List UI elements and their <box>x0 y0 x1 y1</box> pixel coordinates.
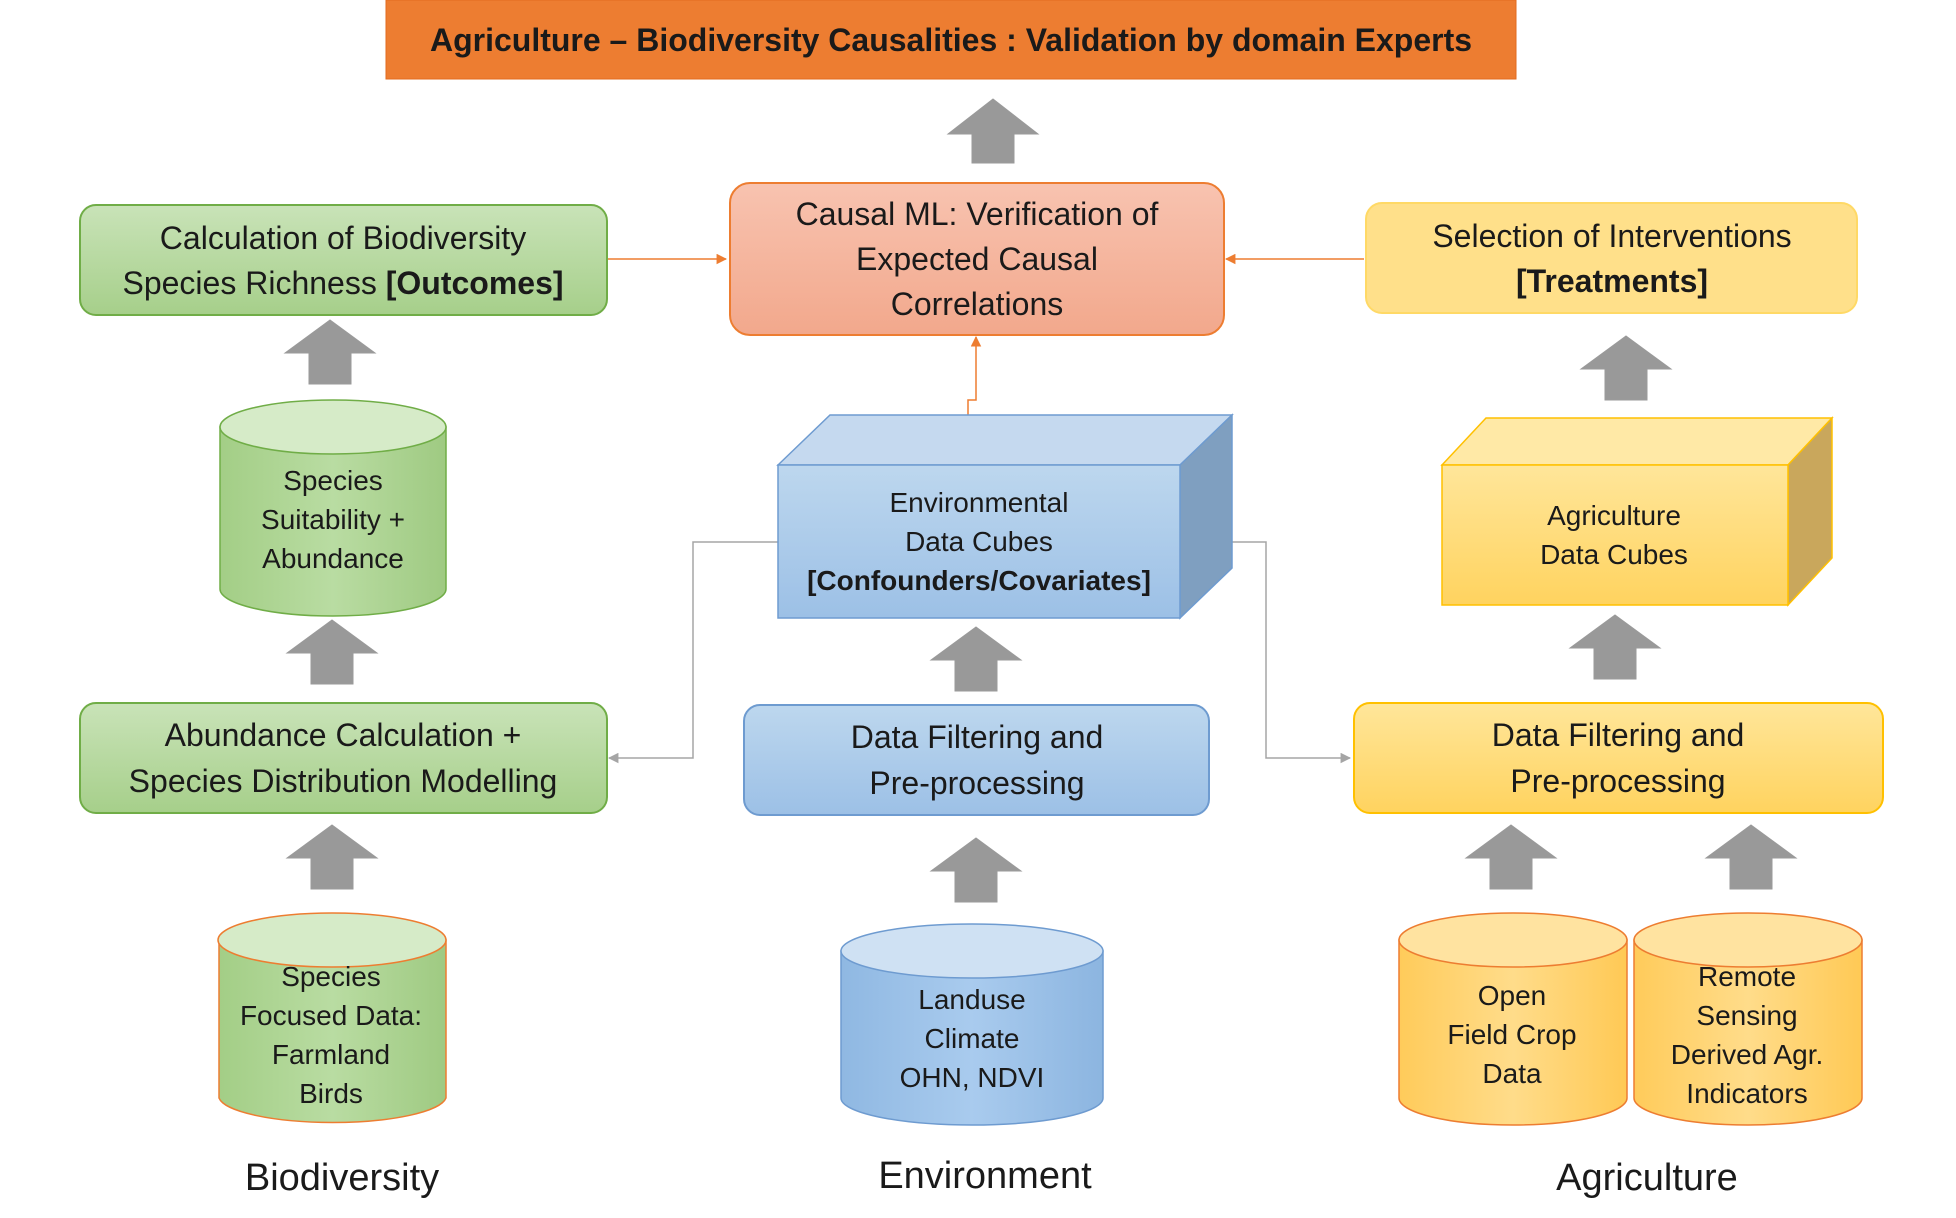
species-data-line: Birds <box>299 1078 363 1109</box>
species-data-line: Species <box>281 961 381 992</box>
up-arrow-icon <box>929 626 1023 692</box>
field-crop-line: Field Crop <box>1447 1019 1576 1050</box>
agri-filter-line: Data Filtering and <box>1492 717 1745 753</box>
field-crop-line: Data <box>1482 1058 1542 1089</box>
treatments-tag: [Treatments] <box>1516 263 1708 299</box>
cube-to-sdm-connector <box>607 541 778 764</box>
treatments-box: Selection of Interventions [Treatments] <box>1365 202 1858 314</box>
agri-filter-line: Pre-processing <box>1510 763 1725 799</box>
up-arrow-icon <box>1464 824 1558 890</box>
causal-ml-line: Correlations <box>891 286 1064 322</box>
env-cube-tag: [Confounders/Covariates] <box>807 565 1151 596</box>
sdm-box: Abundance Calculation + Species Distribu… <box>79 702 608 814</box>
field-crop-line: Open <box>1478 980 1547 1011</box>
remote-sensing-line: Indicators <box>1686 1078 1807 1109</box>
environmental-data-cube: Environmental Data Cubes [Confounders/Co… <box>776 413 1234 620</box>
agri-cube-line: Data Cubes <box>1540 539 1688 570</box>
header-title: Agriculture – Biodiversity Causalities :… <box>430 22 1472 58</box>
remote-sensing-cylinder: Remote Sensing Derived Agr. Indicators <box>1633 912 1863 1126</box>
up-arrow-icon <box>1704 824 1798 890</box>
treatments-line1: Selection of Interventions <box>1432 218 1791 254</box>
remote-sensing-line: Sensing <box>1696 1000 1797 1031</box>
outcomes-line2: Species Richness [Outcomes] <box>122 265 563 301</box>
column-label-environment: Environment <box>878 1155 1092 1197</box>
env-cube-line: Data Cubes <box>905 526 1053 557</box>
agriculture-data-cube: Agriculture Data Cubes <box>1440 416 1834 607</box>
environment-data-cylinder: Landuse Climate OHN, NDVI <box>840 923 1104 1126</box>
species-data-line: Focused Data: <box>240 1000 422 1031</box>
outcomes-box: Calculation of Biodiversity Species Rich… <box>79 204 608 316</box>
env-filter-line: Pre-processing <box>869 765 1084 801</box>
env-filter-box: Data Filtering and Pre-processing <box>743 704 1210 816</box>
outcomes-tag: [Outcomes] <box>386 265 564 301</box>
agri-cube-line: Agriculture <box>1547 500 1681 531</box>
up-arrow-icon <box>1579 335 1673 401</box>
species-data-line: Farmland <box>272 1039 390 1070</box>
env-data-line: OHN, NDVI <box>900 1062 1045 1093</box>
field-crop-data-cylinder: Open Field Crop Data <box>1398 912 1628 1126</box>
env-cube-line: Environmental <box>890 487 1069 518</box>
causal-ml-box: Causal ML: Verification of Expected Caus… <box>729 182 1225 336</box>
up-arrow-icon <box>285 619 379 685</box>
causal-ml-line: Causal ML: Verification of <box>796 196 1159 232</box>
up-arrow-icon <box>946 98 1040 164</box>
suitability-line: Suitability + <box>261 504 405 535</box>
env-data-line: Climate <box>925 1023 1020 1054</box>
suitability-line: Abundance <box>262 543 404 574</box>
env-filter-line: Data Filtering and <box>851 719 1104 755</box>
causal-ml-line: Expected Causal <box>856 241 1098 277</box>
sdm-line: Abundance Calculation + <box>165 717 522 753</box>
column-label-agriculture: Agriculture <box>1556 1157 1738 1199</box>
remote-sensing-line: Derived Agr. <box>1671 1039 1824 1070</box>
suitability-line: Species <box>283 465 383 496</box>
env-data-line: Landuse <box>918 984 1025 1015</box>
agri-filter-box: Data Filtering and Pre-processing <box>1353 702 1884 814</box>
header-bar: Agriculture – Biodiversity Causalities :… <box>385 0 1517 80</box>
up-arrow-icon <box>1568 614 1662 680</box>
column-label-biodiversity: Biodiversity <box>245 1157 439 1199</box>
species-suitability-cylinder: Species Suitability + Abundance <box>219 399 447 617</box>
up-arrow-icon <box>929 837 1023 903</box>
species-data-cylinder: Species Focused Data: Farmland Birds <box>217 912 447 1124</box>
flow-arrows <box>283 98 1798 903</box>
outcomes-line1: Calculation of Biodiversity <box>160 220 526 256</box>
outcomes-text: Species Richness <box>122 265 385 301</box>
up-arrow-icon <box>283 319 377 385</box>
remote-sensing-line: Remote <box>1698 961 1796 992</box>
up-arrow-icon <box>285 824 379 890</box>
sdm-line: Species Distribution Modelling <box>129 763 558 799</box>
